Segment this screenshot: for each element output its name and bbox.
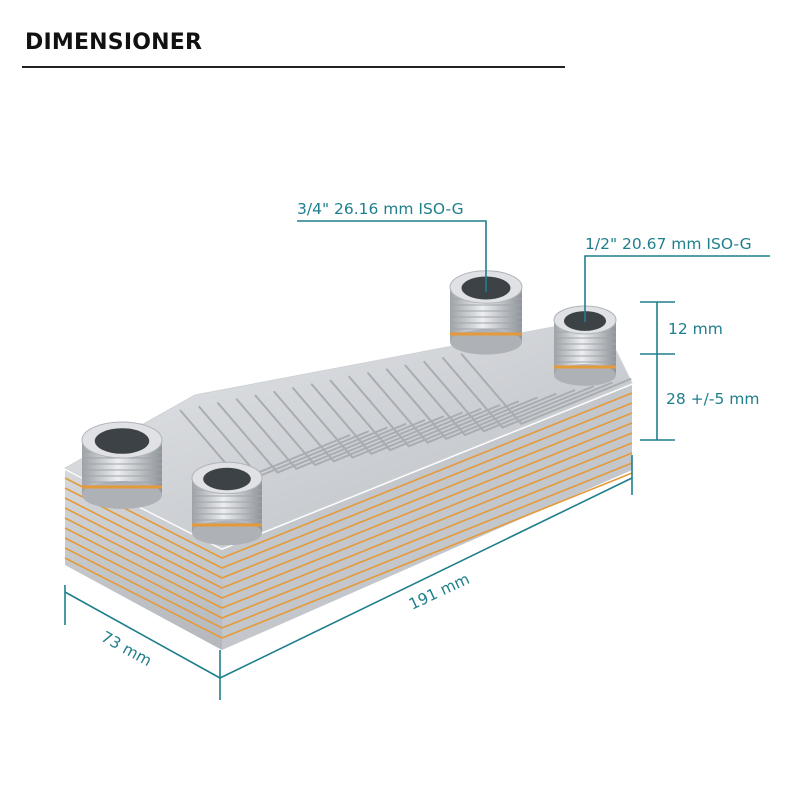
port-height-label: 12 mm [668, 320, 723, 338]
page-title: DIMENSIONER [25, 30, 203, 55]
copper-line [64, 422, 633, 589]
ridge [385, 368, 557, 440]
threaded-port [81, 421, 163, 509]
length-dim-line [219, 477, 633, 679]
copper-line [64, 412, 633, 579]
ridge [310, 383, 482, 455]
short-side-face [65, 470, 222, 650]
port-base [554, 364, 616, 386]
ridge [329, 379, 501, 452]
copper-line [64, 442, 633, 609]
copper-line [64, 462, 633, 629]
small-port-label: 1/2" 20.67 mm ISO-G [585, 235, 752, 253]
ridge [254, 394, 426, 467]
port-opening [94, 428, 150, 454]
ridge [216, 401, 388, 474]
large-port-leader [297, 220, 487, 292]
threaded-port [449, 270, 523, 355]
heat-exchanger-body [63, 317, 633, 650]
ridge [347, 375, 520, 448]
large-port-label: 3/4" 26.16 mm ISO-G [297, 200, 464, 218]
ridge [441, 356, 613, 429]
ridge [422, 360, 595, 433]
threaded-port [191, 461, 263, 546]
ridge [366, 371, 538, 444]
title-underline [22, 66, 565, 68]
copper-line [64, 452, 633, 619]
small-port-leader [584, 255, 770, 322]
chevron-ridges [179, 353, 632, 482]
ridge [291, 386, 463, 459]
long-side-face [222, 385, 632, 650]
port-base [450, 329, 522, 355]
ridge [404, 364, 576, 437]
ports [81, 270, 617, 546]
port-opening [203, 467, 251, 491]
length-label: 191 mm [406, 570, 472, 614]
width-dim-line [64, 591, 221, 679]
ridge [460, 353, 632, 425]
threaded-port [553, 305, 617, 386]
port-base [192, 520, 262, 546]
copper-line [64, 402, 633, 569]
ridge [272, 390, 445, 463]
width-label: 73 mm [98, 628, 155, 670]
copper-line [64, 432, 633, 599]
ridge [235, 398, 407, 470]
copper-line [64, 472, 633, 639]
dimension-lines [64, 220, 770, 700]
port-base [82, 481, 162, 509]
body-height-label: 28 +/-5 mm [666, 390, 759, 408]
